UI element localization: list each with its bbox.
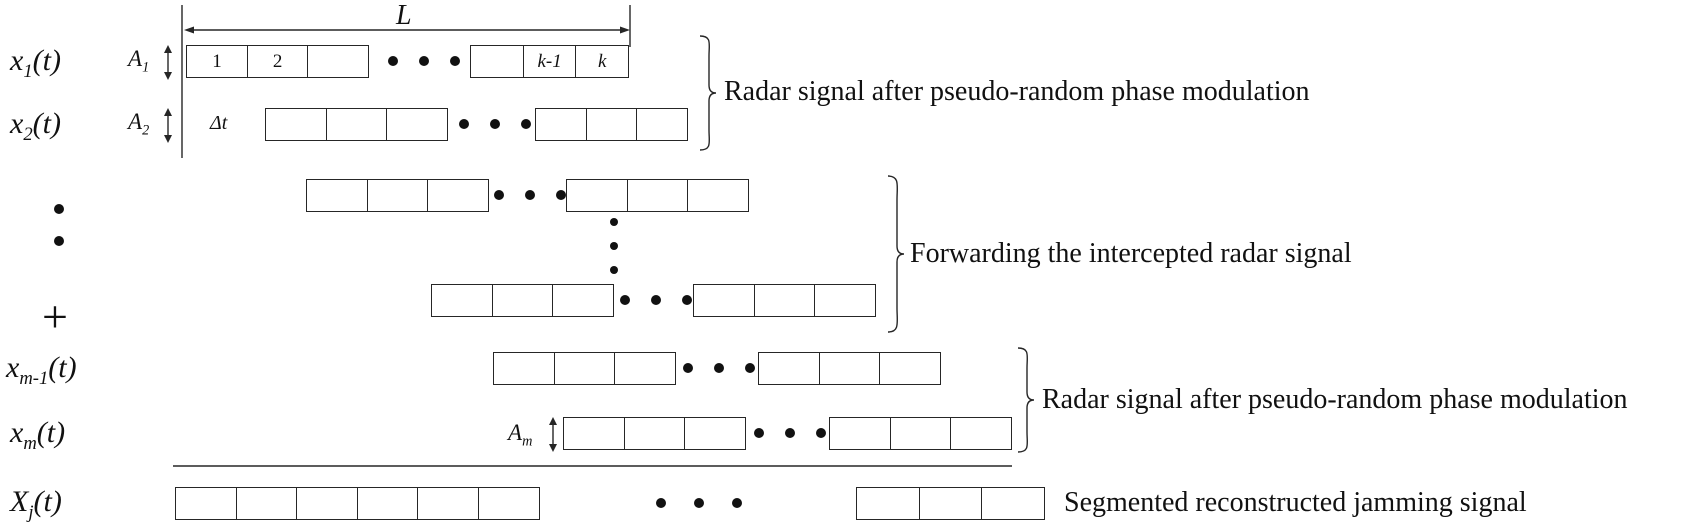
segment-cell: k-1	[522, 45, 577, 78]
ellipsis-dots-row1	[388, 56, 460, 66]
segment-cell	[950, 417, 1013, 450]
amplitude-label-Am: Am	[508, 420, 533, 450]
segment-cell	[818, 352, 881, 385]
plus-sign: +	[42, 291, 68, 342]
arrowhead	[184, 26, 194, 34]
segment-cell	[856, 487, 920, 520]
segment-cell	[356, 487, 419, 520]
segment-cell	[687, 179, 750, 212]
arrowhead	[164, 135, 172, 143]
segment-cell	[614, 352, 677, 385]
segment-cell	[553, 352, 616, 385]
segment-cell	[431, 284, 493, 317]
segment-bar-row5-left	[493, 352, 677, 385]
segment-cell	[814, 284, 877, 317]
segment-cell	[235, 487, 298, 520]
segment-cell	[470, 45, 524, 78]
caption-top: Radar signal after pseudo-random phase m…	[724, 76, 1310, 107]
segment-bar-row3-right	[566, 179, 750, 212]
arrowhead	[549, 417, 557, 425]
segment-cell	[325, 108, 388, 141]
ellipsis-dots-row6	[754, 428, 826, 438]
segment-bar-row3-left	[306, 179, 490, 212]
segment-bar-row1-left: 1 2	[186, 45, 370, 78]
segment-bar-row7-right	[856, 487, 1046, 520]
segment-cell	[175, 487, 237, 520]
segment-cell	[566, 179, 628, 212]
segment-cell	[636, 108, 689, 141]
segment-cell	[296, 487, 359, 520]
brace-bottom	[1017, 347, 1035, 453]
caption-jamming: Segmented reconstructed jamming signal	[1064, 487, 1527, 518]
segment-bar-row2-right	[535, 108, 689, 141]
segment-cell	[427, 179, 490, 212]
segment-cell: k	[575, 45, 630, 78]
arrowhead	[549, 444, 557, 452]
segment-cell	[626, 179, 689, 212]
segment-bar-row6-right	[829, 417, 1013, 450]
segment-bar-row2-left	[265, 108, 449, 141]
segment-cell: 1	[186, 45, 248, 78]
segment-bar-row7-left	[175, 487, 541, 520]
segment-cell	[535, 108, 587, 141]
segment-bar-row4-right	[693, 284, 877, 317]
segment-cell	[265, 108, 327, 141]
brace-middle	[887, 175, 905, 333]
row-label-xm-1: xm-1(t)	[6, 351, 77, 389]
segment-cell	[693, 284, 755, 317]
segment-cell: 2	[246, 45, 309, 78]
ellipsis-dots-row4	[620, 295, 692, 305]
segment-cell	[386, 108, 449, 141]
segment-cell	[889, 417, 952, 450]
segment-cell	[981, 487, 1046, 520]
segment-cell	[563, 417, 625, 450]
ellipsis-dots-row5	[683, 363, 755, 373]
segment-cell	[585, 108, 638, 141]
segment-cell	[552, 284, 615, 317]
caption-bottom: Radar signal after pseudo-random phase m…	[1042, 384, 1628, 415]
delta-t-label: Δt	[210, 112, 228, 134]
vertical-ellipsis-middle	[610, 218, 618, 274]
length-label-L: L	[396, 0, 412, 31]
vertical-ellipsis-left	[54, 204, 64, 246]
segment-cell	[684, 417, 747, 450]
ellipsis-dots-row3	[494, 190, 566, 200]
segment-cell	[918, 487, 983, 520]
arrowhead	[164, 45, 172, 53]
amplitude-label-A2: A2	[128, 109, 150, 139]
segment-cell	[478, 487, 541, 520]
row-label-xm: xm(t)	[10, 416, 66, 454]
segment-cell	[417, 487, 480, 520]
segment-cell	[879, 352, 942, 385]
ellipsis-dots-row7	[656, 498, 742, 508]
segment-cell	[623, 417, 686, 450]
ellipsis-dots-row2	[459, 119, 531, 129]
caption-middle: Forwarding the intercepted radar signal	[910, 238, 1352, 269]
segment-cell	[307, 45, 370, 78]
segment-cell	[829, 417, 891, 450]
row-label-x2: x2(t)	[10, 107, 61, 145]
arrowhead	[164, 108, 172, 116]
segment-bar-row5-right	[758, 352, 942, 385]
segment-cell	[493, 352, 555, 385]
segment-cell	[366, 179, 429, 212]
segment-cell	[758, 352, 820, 385]
segment-bar-row4-left	[431, 284, 615, 317]
arrowhead	[164, 72, 172, 80]
row-label-x1: x1(t)	[10, 44, 61, 82]
amplitude-label-A1: A1	[128, 46, 150, 76]
segment-bar-row1-right: k-1 k	[470, 45, 630, 78]
row-label-Xj: Xj(t)	[10, 485, 62, 523]
segment-bar-row6-left	[563, 417, 747, 450]
segment-cell	[491, 284, 554, 317]
segment-cell	[753, 284, 816, 317]
brace-top	[699, 35, 717, 151]
segment-cell	[306, 179, 368, 212]
arrowhead	[620, 26, 630, 34]
